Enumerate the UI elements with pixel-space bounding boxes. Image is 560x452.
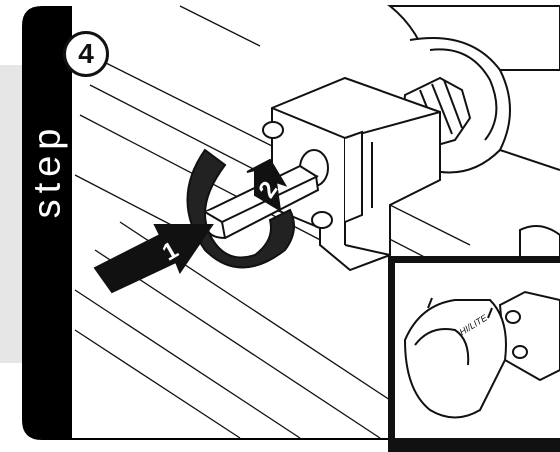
- rotate-arrow: [186, 148, 295, 269]
- step-number-badge: 4: [63, 31, 109, 77]
- inset-detail: [388, 256, 560, 452]
- step-word-text: step: [26, 122, 69, 218]
- key-clamp: [262, 76, 441, 272]
- step-word: step: [22, 95, 74, 245]
- push-arrow: [93, 224, 214, 294]
